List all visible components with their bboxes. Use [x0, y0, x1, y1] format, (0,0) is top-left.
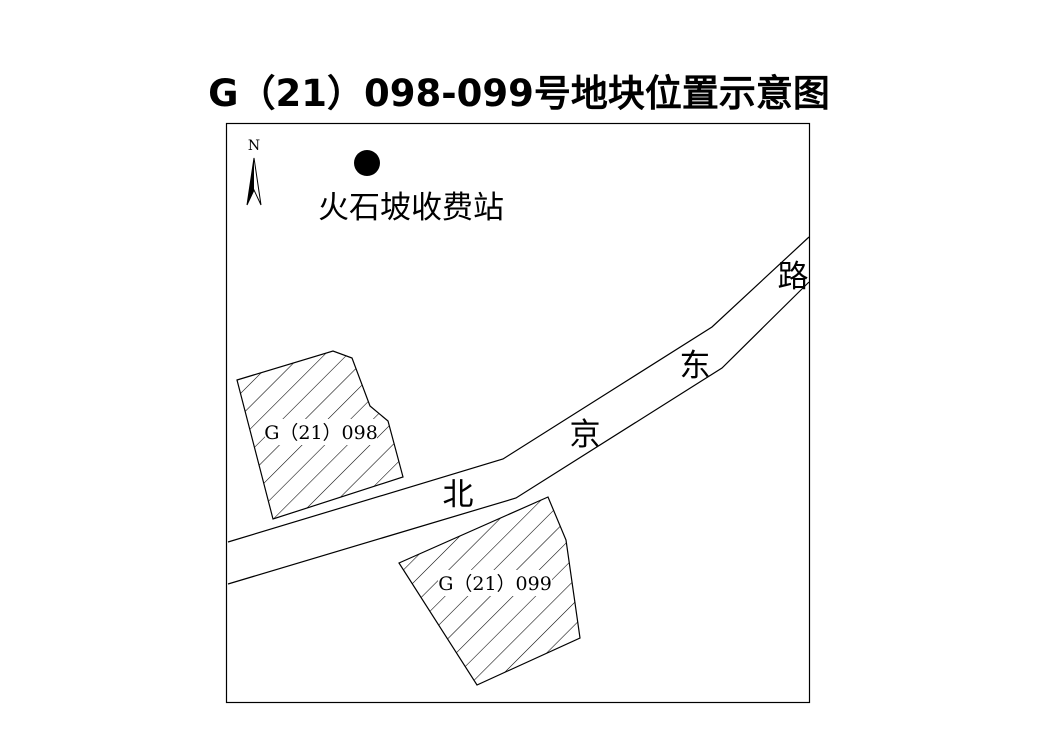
- road-name-char-3: 东: [680, 348, 711, 384]
- north-label: N: [248, 138, 260, 154]
- toll-station-label: 火石坡收费站: [318, 190, 504, 226]
- parcel-099-label-background: [438, 570, 552, 596]
- parcel-098-label: G（21）098: [264, 422, 378, 444]
- road-edge-south: [227, 281, 810, 585]
- map-frame: [225, 122, 811, 704]
- parcel-098-label-background: [265, 419, 377, 445]
- north-arrow-fill: [247, 158, 254, 205]
- filled-circle-marker-icon: [354, 150, 380, 176]
- north-arrow: N: [246, 138, 262, 206]
- road-name-char-2: 京: [570, 417, 601, 453]
- parcel-098: G（21）098: [236, 350, 404, 520]
- road-name-char-1: 北: [443, 477, 474, 513]
- parcel-099: G（21）099: [398, 496, 581, 686]
- road-name-char-4: 路: [778, 259, 809, 295]
- road-edge-north: [227, 236, 810, 543]
- parcel-099-label: G（21）099: [438, 573, 552, 595]
- map-title: G（21）098-099号地块位置示意图: [208, 72, 830, 115]
